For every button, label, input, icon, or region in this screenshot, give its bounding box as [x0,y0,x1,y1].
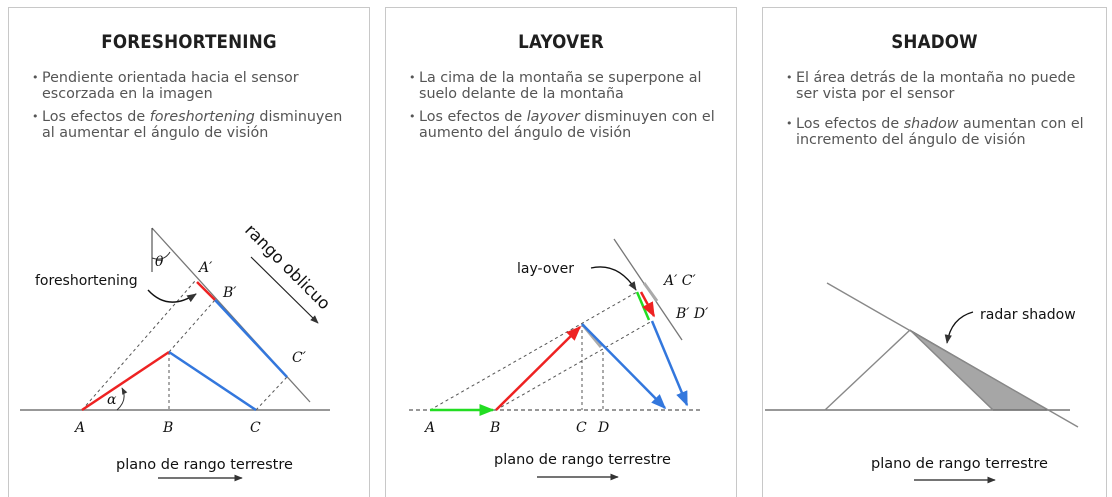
a-label: A [73,420,85,436]
shadow-title: SHADOW [891,31,978,53]
layover-title: LAYOVER [518,31,604,53]
foreslope-line [824,329,911,411]
bullet-item: Los efectos de foreshortening disminuyen… [32,109,359,141]
projection-line [168,299,216,353]
foreshortening-title: FORESHORTENING [101,31,277,53]
b-prime-label: B′ [222,285,237,301]
ground-range-caption: plano de rango terrestre [116,457,293,473]
alpha-label: α [107,392,117,408]
bullet-item: El área detrás de la montaña no puede se… [786,70,1096,102]
backslope-segment [581,323,667,410]
d-label: D [597,420,609,436]
ac-prime-label: A′ C′ [662,273,696,289]
image-foreslope-segment [639,291,656,318]
c-label: C [576,420,587,436]
slant-range-arrow [250,256,319,324]
slant-range-label: rango oblicuo [241,220,334,313]
shadow-panel: SHADOW El área detrás de la montaña no p… [762,7,1107,497]
bullet-item: Los efectos de shadow aumentan con el in… [786,116,1096,148]
foreshortening-bullets: Pendiente orientada hacia el sensor esco… [32,70,359,148]
bd-prime-label: B′ D′ [675,306,709,322]
c-prime-label: C′ [292,350,307,366]
backslope-line [909,329,994,411]
image-backslope-segment [214,299,288,378]
foreslope-segment [495,325,582,411]
callout-arrow [147,289,197,303]
image-shade [642,282,659,302]
ground-range-caption: plano de rango terrestre [871,456,1048,472]
bullet-item: Pendiente orientada hacia el sensor esco… [32,70,359,102]
backslope-segment [168,350,257,412]
theta-arc [151,251,171,260]
foreslope-segment [81,350,170,412]
theta-label: θ [155,254,164,270]
radar-ray-line [826,282,1079,428]
layover-bullets: La cima de la montaña se superpone al su… [409,70,726,148]
foreshortening-callout: foreshortening [35,273,138,289]
b-label: B [489,420,500,436]
image-backslope-segment [650,320,689,407]
b-label: B [162,420,173,436]
shadow-bullets: El área detrás de la montaña no puede se… [786,70,1096,155]
layover-diagram: lay-over A′ C′ B′ D′ A B C D plano de ra… [409,238,709,481]
c-label: C [250,420,261,436]
layover-callout: lay-over [517,261,574,277]
a-label: A [423,420,435,436]
bullet-item: Los efectos de layover disminuyen con el… [409,109,726,141]
shadow-callout: radar shadow [980,307,1076,323]
bullet-item: La cima de la montaña se superpone al su… [409,70,726,102]
shadow-diagram: radar shadow plano de rango terrestre [765,282,1079,484]
foreshortening-panel: FORESHORTENING Pendiente orientada hacia… [8,7,370,497]
image-foreslope-segment [196,281,216,301]
layover-panel: LAYOVER La cima de la montaña se superpo… [385,7,737,497]
projection-line [81,280,196,411]
alpha-arc [116,387,128,411]
projection-line [255,376,288,411]
ground-range-caption: plano de rango terrestre [494,452,671,468]
callout-arrow [944,311,974,344]
callout-arrow [590,266,637,291]
foreshortening-diagram: θ α A′ B′ C′ A B C foreshortening rango … [20,220,334,482]
a-prime-label: A′ [197,260,213,276]
projection-line [429,291,638,411]
